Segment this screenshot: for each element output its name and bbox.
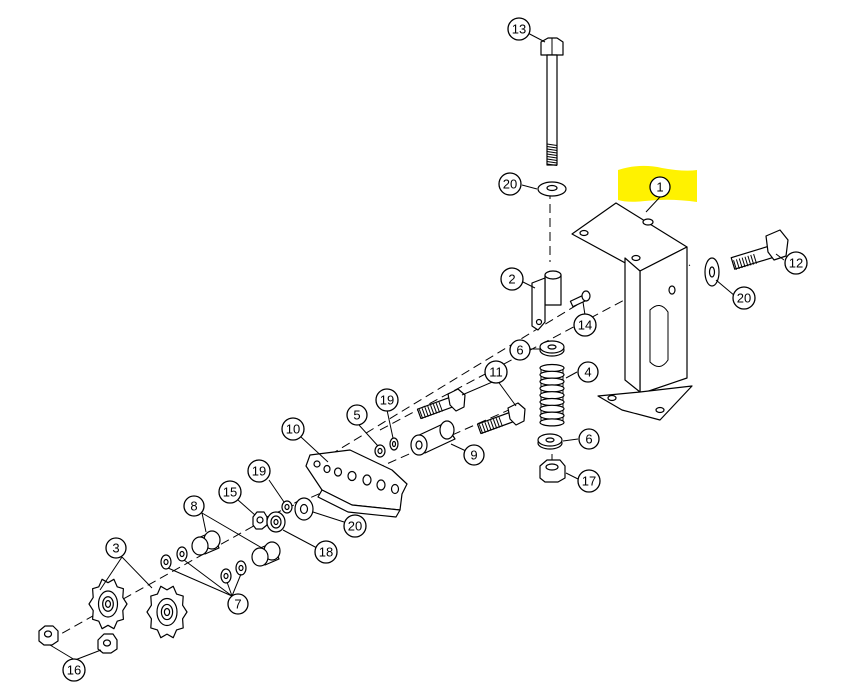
sprocket-3-right xyxy=(146,585,188,639)
sleeve-9 xyxy=(410,420,456,456)
svg-text:9: 9 xyxy=(470,448,477,463)
svg-text:5: 5 xyxy=(353,408,360,423)
callout-16: 16 xyxy=(62,658,86,682)
svg-text:11: 11 xyxy=(489,365,503,380)
callout-15: 15 xyxy=(218,480,242,504)
svg-text:6: 6 xyxy=(585,432,592,447)
callout-19-upper: 19 xyxy=(375,388,399,412)
bracket-1 xyxy=(571,202,693,421)
pivot-arm-2 xyxy=(531,270,562,331)
svg-text:4: 4 xyxy=(584,365,591,380)
bolt-14 xyxy=(569,290,591,308)
bushing-5 xyxy=(374,444,386,458)
bolt-11-upper xyxy=(416,388,466,420)
callout-3: 3 xyxy=(105,537,127,559)
svg-text:20: 20 xyxy=(737,291,751,306)
spacer-8-upper xyxy=(191,530,221,556)
nut-15 xyxy=(252,511,268,530)
svg-text:6: 6 xyxy=(516,343,523,358)
bolt-13 xyxy=(540,37,564,166)
callout-11: 11 xyxy=(484,360,508,384)
svg-text:14: 14 xyxy=(578,318,592,333)
callout-1: 1 xyxy=(649,176,671,198)
callout-17: 17 xyxy=(577,469,601,493)
callout-6-lower: 6 xyxy=(578,428,600,450)
svg-text:17: 17 xyxy=(582,474,596,489)
bearing-18 xyxy=(266,511,286,533)
svg-text:20: 20 xyxy=(503,177,517,192)
spacer-8-lower xyxy=(251,541,281,567)
bolt-12 xyxy=(730,229,789,270)
svg-text:10: 10 xyxy=(286,422,300,437)
callout-4: 4 xyxy=(577,361,599,383)
svg-text:18: 18 xyxy=(319,545,333,560)
svg-text:16: 16 xyxy=(67,663,81,678)
svg-text:7: 7 xyxy=(234,597,241,612)
sprocket-3-left xyxy=(88,578,128,630)
washer-20-middle xyxy=(294,497,314,521)
callout-2: 2 xyxy=(500,267,524,291)
callout-13: 13 xyxy=(507,17,531,41)
axis-line-upper xyxy=(379,264,691,431)
washer-20-top xyxy=(537,181,567,197)
svg-text:13: 13 xyxy=(512,22,526,37)
washer-19-upper xyxy=(389,437,399,451)
callout-20-middle: 20 xyxy=(343,514,367,538)
svg-text:19: 19 xyxy=(252,464,266,479)
callout-19-lower: 19 xyxy=(247,459,271,483)
callout-20-right: 20 xyxy=(732,286,756,310)
bolt-11-lower xyxy=(476,402,526,435)
svg-text:8: 8 xyxy=(190,499,197,514)
svg-text:1: 1 xyxy=(656,180,663,195)
callout-12: 12 xyxy=(784,251,808,275)
washer-19-lower xyxy=(281,500,293,514)
spacer-6-upper xyxy=(539,340,565,357)
washer-20-right xyxy=(704,257,720,287)
callout-8: 8 xyxy=(183,495,205,517)
arm-plate-10 xyxy=(305,449,408,518)
svg-text:19: 19 xyxy=(380,393,394,408)
callout-9: 9 xyxy=(463,444,485,466)
callout-7: 7 xyxy=(227,593,249,615)
spacer-6-lower xyxy=(537,433,563,450)
nut-16-left xyxy=(38,625,59,646)
callout-20-top: 20 xyxy=(498,172,522,196)
leader-lines xyxy=(49,29,785,661)
callout-5: 5 xyxy=(346,404,368,426)
axis-line-middle xyxy=(329,299,586,456)
nut-17 xyxy=(539,459,566,483)
svg-text:12: 12 xyxy=(789,256,803,271)
callout-14: 14 xyxy=(573,313,597,337)
callout-18: 18 xyxy=(314,540,338,564)
svg-text:15: 15 xyxy=(223,485,237,500)
callout-10: 10 xyxy=(281,417,305,441)
svg-text:2: 2 xyxy=(508,272,515,287)
svg-text:20: 20 xyxy=(348,519,362,534)
svg-text:3: 3 xyxy=(112,541,119,556)
spring-4 xyxy=(539,363,565,427)
callout-6-upper: 6 xyxy=(509,339,531,361)
